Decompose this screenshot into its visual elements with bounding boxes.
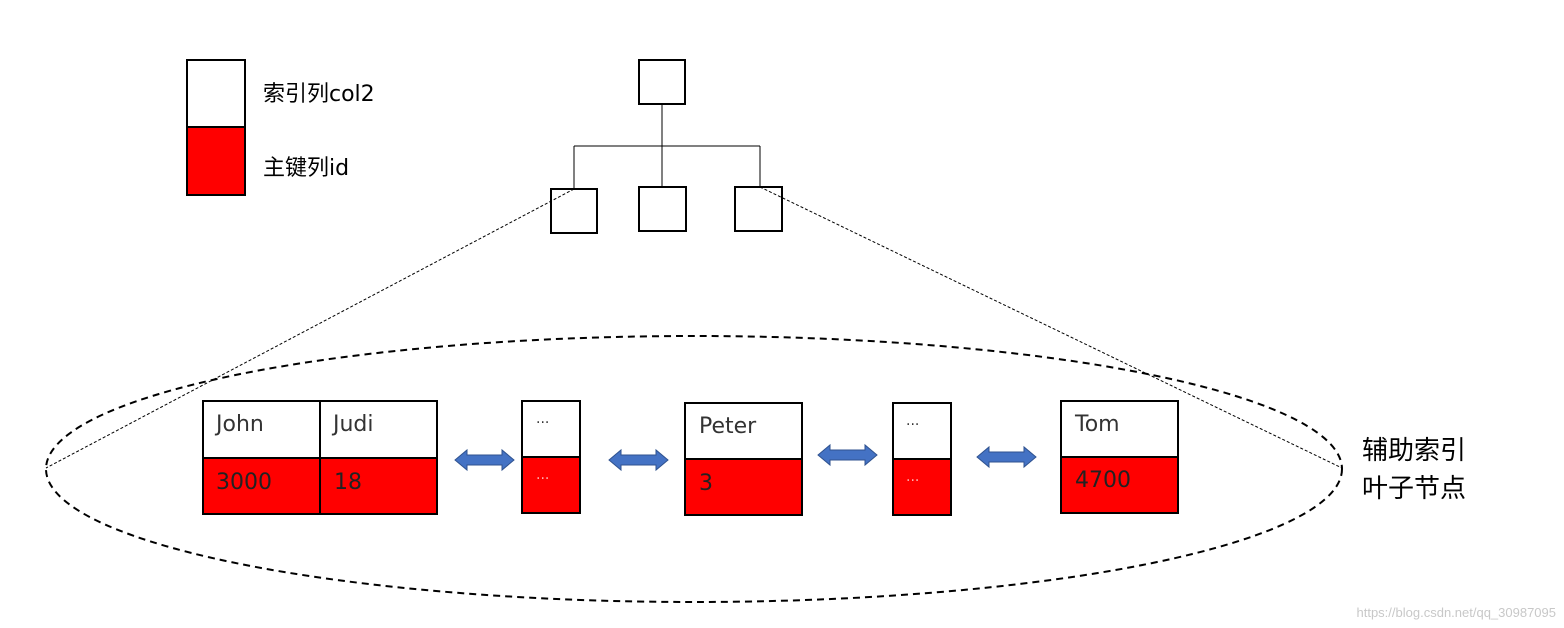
double-arrow-icon	[817, 443, 878, 467]
leaf5-key-cell	[1060, 400, 1179, 458]
double-arrow-icon	[976, 445, 1037, 469]
double-arrow-icon	[608, 448, 669, 472]
leaf3-id: 3	[699, 471, 713, 496]
legend-primary-label: 主键列id	[263, 156, 350, 181]
watermark: https://blog.csdn.net/qq_30987095	[1356, 605, 1557, 620]
leaf3-key: Peter	[699, 414, 757, 439]
leaf2-id-cell	[521, 456, 581, 514]
leaf5-id-cell	[1060, 456, 1179, 514]
leaf5-key: Tom	[1075, 412, 1120, 437]
leaf1-id-2: 18	[334, 470, 362, 495]
leaf2-id: ...	[536, 467, 550, 483]
leaf4-key: ...	[906, 413, 920, 429]
leaf4-id: ...	[906, 469, 920, 485]
leaf3-key-cell	[684, 402, 803, 460]
internal-node-left	[550, 188, 598, 234]
leaf3-id-cell	[684, 458, 803, 516]
side-label-line1: 辅助索引	[1362, 436, 1467, 466]
legend-primary-swatch	[186, 126, 246, 196]
projection-line-right	[759, 186, 1343, 469]
leaf5-id: 4700	[1075, 468, 1131, 493]
leaf4-id-cell	[892, 458, 952, 516]
leaf1-key-1: John	[216, 412, 264, 437]
leaf4-key-cell	[892, 402, 952, 460]
internal-node-right	[734, 186, 783, 232]
legend-index-label: 索引列col2	[263, 82, 375, 107]
double-arrow-icon	[454, 448, 515, 472]
root-node	[638, 59, 686, 105]
leaf2-key: ...	[536, 411, 550, 427]
projection-line-left	[45, 188, 575, 469]
leaf-level-ellipse	[45, 335, 1343, 603]
secondary-index-leaf-label: 辅助索引 叶子节点	[1362, 432, 1466, 508]
internal-node-middle	[638, 186, 687, 232]
leaf2-key-cell	[521, 400, 581, 458]
legend-index-swatch	[186, 59, 246, 128]
leaf1-id-1: 3000	[216, 470, 272, 495]
leaf1-key-2: Judi	[333, 412, 374, 437]
side-label-line2: 叶子节点	[1362, 474, 1467, 504]
